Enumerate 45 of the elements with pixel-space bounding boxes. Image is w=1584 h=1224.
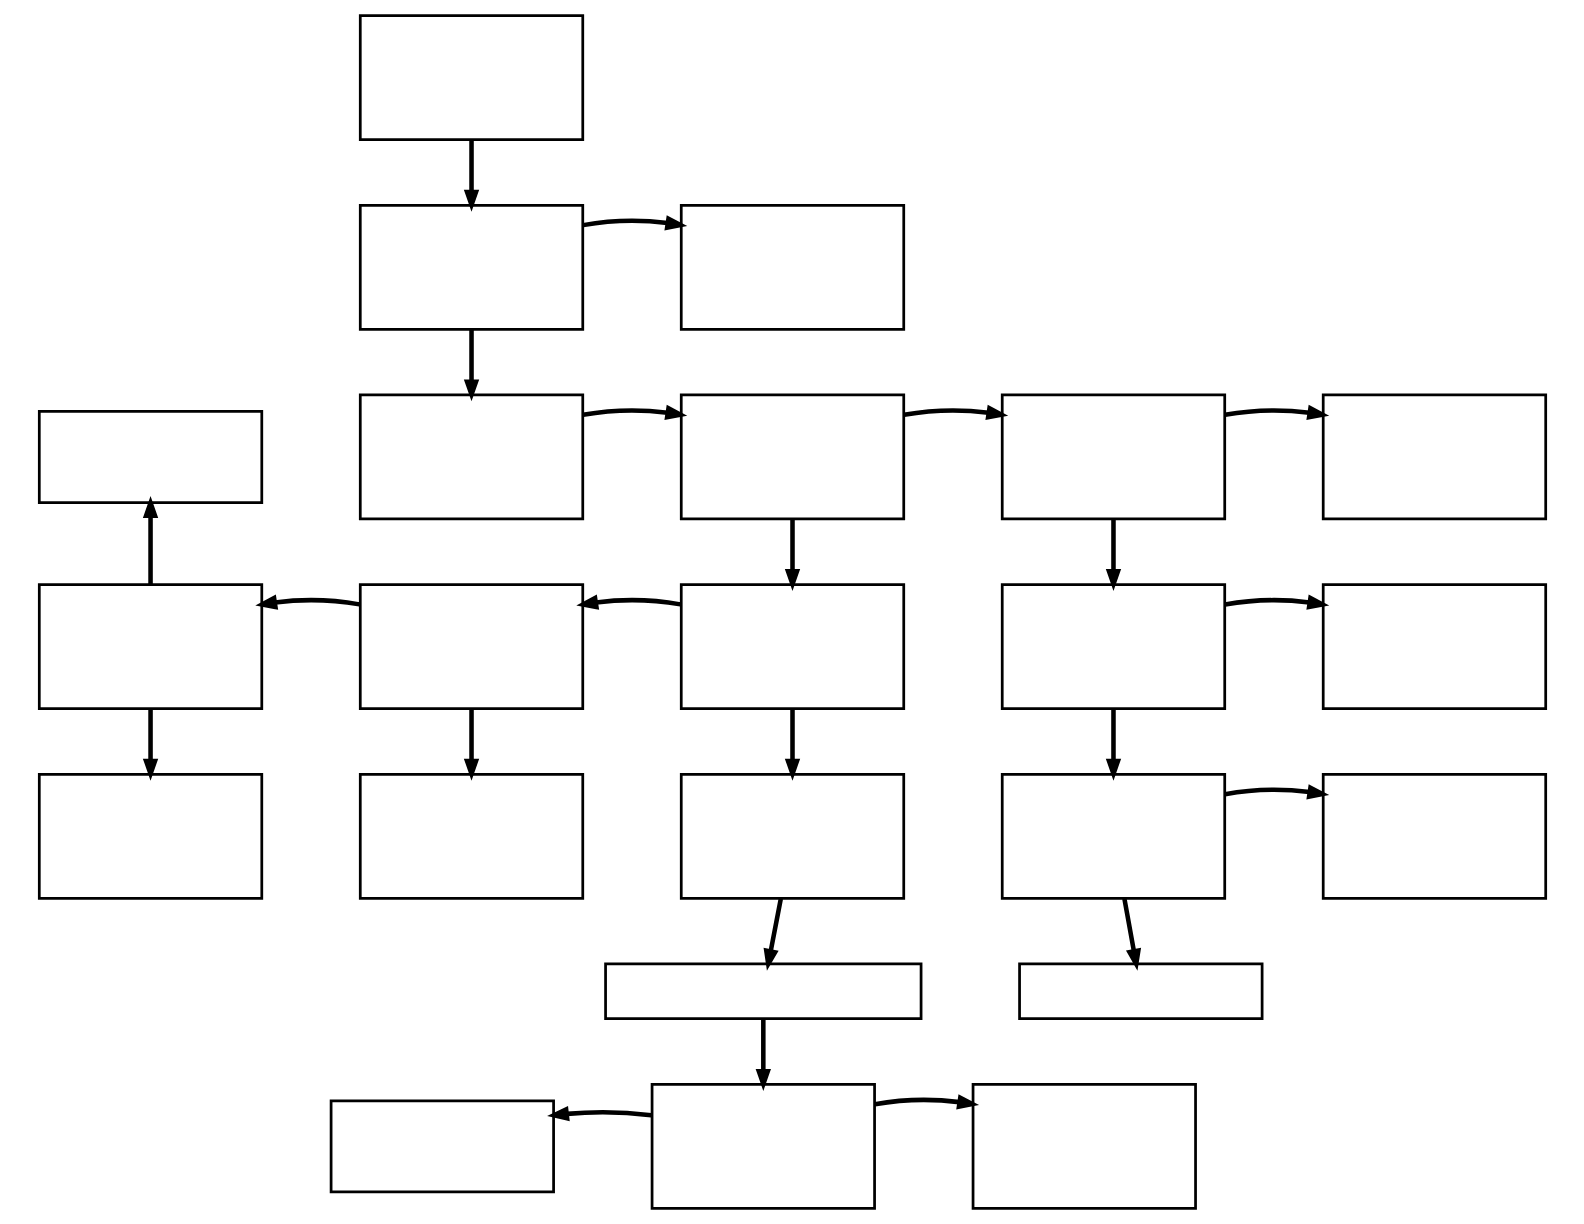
arrow <box>784 708 800 781</box>
arrow <box>142 496 158 585</box>
node-box <box>37 410 263 504</box>
arrow <box>755 1018 771 1091</box>
arrow <box>546 1106 652 1122</box>
node-box <box>1017 962 1263 1021</box>
node-box <box>1000 393 1226 521</box>
node-box <box>1000 583 1226 711</box>
node-box <box>329 1099 555 1194</box>
node-box <box>679 583 905 711</box>
node-box <box>603 962 922 1021</box>
arrow <box>463 139 479 212</box>
node-box <box>358 203 584 331</box>
node-box <box>358 14 584 141</box>
arrow <box>1224 594 1329 610</box>
arrow <box>463 708 479 781</box>
arrow <box>784 519 800 591</box>
arrow <box>1105 519 1121 591</box>
arrow <box>582 215 687 231</box>
arrow <box>582 404 687 421</box>
arrow <box>1105 708 1121 781</box>
arrow <box>463 329 479 402</box>
arrow <box>142 708 158 781</box>
node-box <box>358 583 584 711</box>
arrow <box>763 898 783 971</box>
node-box <box>971 1083 1197 1210</box>
node-box <box>37 583 263 711</box>
node-box <box>1321 393 1547 521</box>
arrow <box>575 594 681 610</box>
arrow <box>1121 898 1141 971</box>
arrow <box>1224 784 1329 800</box>
node-box <box>358 772 584 900</box>
node-box <box>1321 583 1547 711</box>
arrow <box>254 594 360 610</box>
node-box <box>1321 772 1547 900</box>
node-box <box>679 203 905 331</box>
arrow <box>903 404 1008 421</box>
node-box <box>37 772 263 900</box>
node-box <box>1000 772 1226 900</box>
node-box <box>679 772 905 900</box>
arrow <box>874 1094 979 1110</box>
node-box <box>358 393 584 521</box>
node-box <box>650 1083 876 1210</box>
node-box <box>679 393 905 521</box>
arrow <box>1224 404 1329 421</box>
